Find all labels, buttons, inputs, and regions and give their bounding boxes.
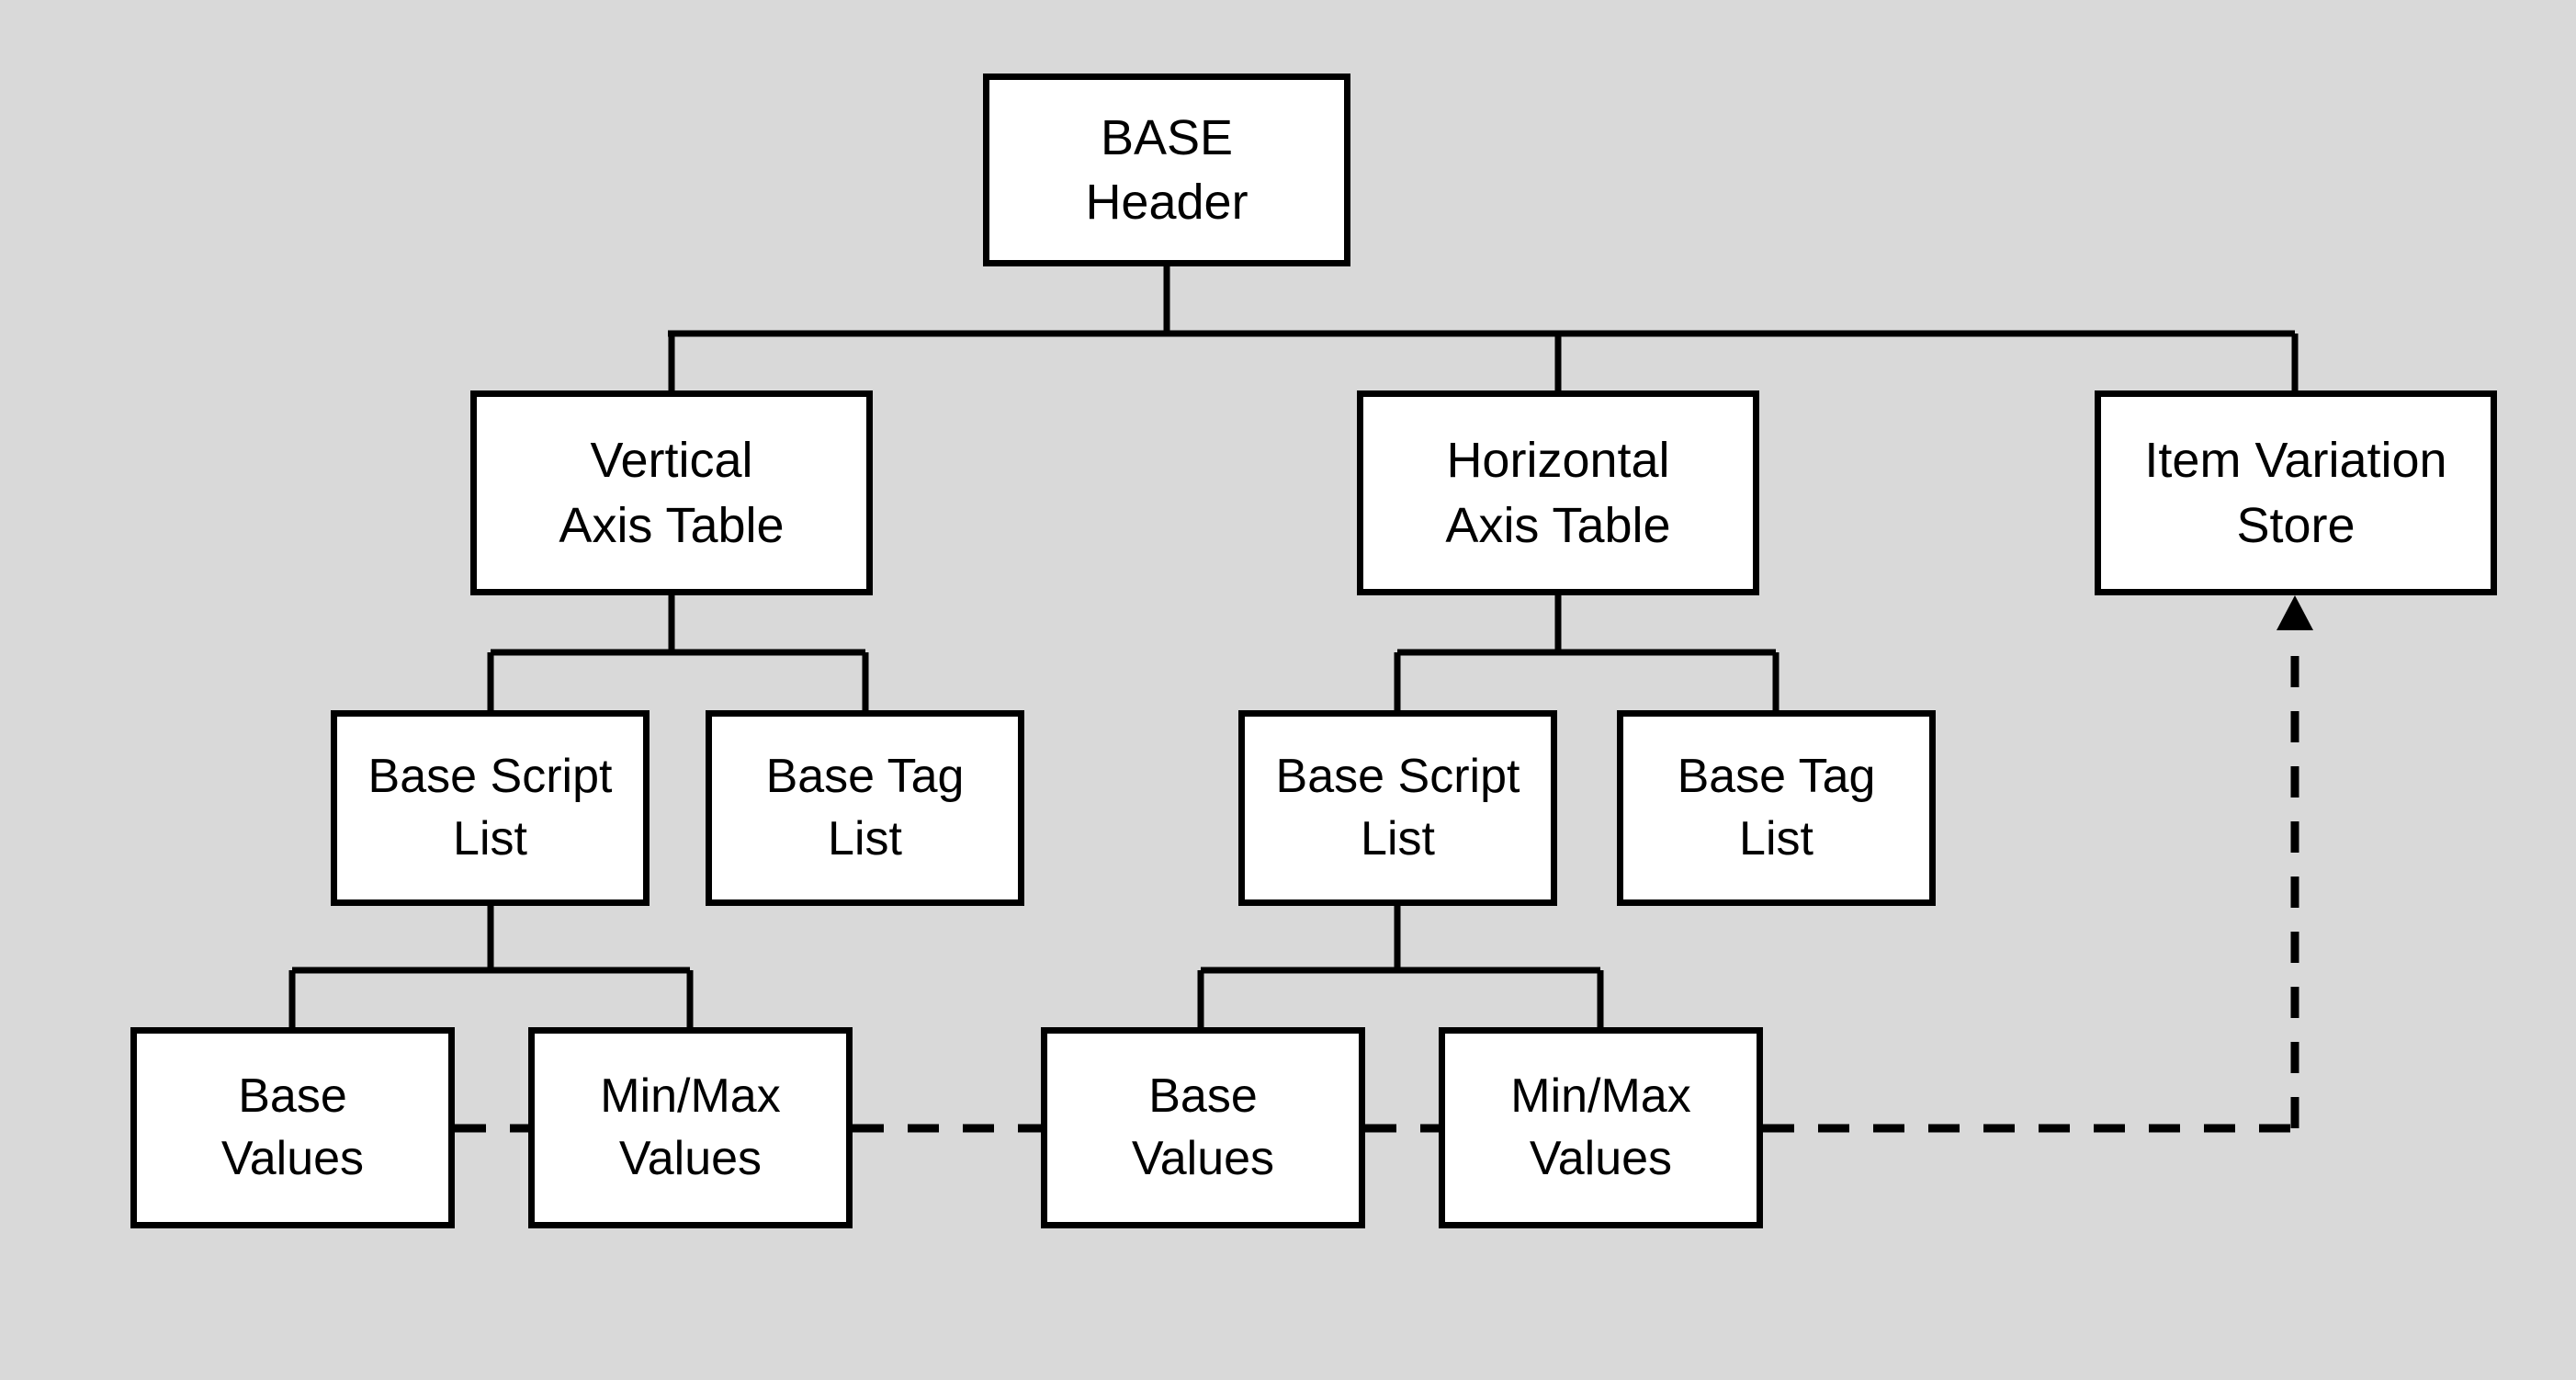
node-label-line2: Values <box>1131 1131 1275 1185</box>
node-label-line1: Vertical <box>590 433 753 489</box>
node-label-line2: List <box>453 811 527 865</box>
node-label-line2: Values <box>1529 1131 1673 1185</box>
node-label-line1: Min/Max <box>1510 1069 1691 1123</box>
node-label-line1: Base Tag <box>1677 749 1876 803</box>
node-label-line1: Base Script <box>367 749 613 803</box>
node-label-line2: Values <box>618 1131 763 1185</box>
node-label-line2: Store <box>2236 497 2356 553</box>
solid-connectors <box>288 266 2299 1027</box>
node-label-line2: List <box>1739 811 1813 865</box>
dashed-connectors <box>455 634 2299 1133</box>
node-label-line1: Min/Max <box>600 1069 781 1123</box>
arrowheads <box>2277 595 2313 630</box>
node-label-line1: Item Variation <box>2144 433 2447 489</box>
node-label-line1: BASE <box>1100 109 1234 165</box>
node-label-line2: Axis Table <box>1445 497 1671 553</box>
node-label-line2: List <box>828 811 902 865</box>
node-label-line2: Axis Table <box>559 497 785 553</box>
node-label-line1: Horizontal <box>1446 433 1670 489</box>
node-base-header[interactable]: BASE Header <box>983 74 1350 266</box>
node-label-line1: Base <box>1148 1069 1258 1123</box>
node-label-line2: Header <box>1085 175 1248 230</box>
node-label-line1: Base <box>238 1069 347 1123</box>
node-label-line2: Values <box>220 1131 365 1185</box>
node-label-line2: List <box>1361 811 1435 865</box>
node-label-line1: Base Tag <box>765 749 965 803</box>
arrow-into-item-variation-store <box>2277 595 2313 630</box>
node-label-line1: Base Script <box>1275 749 1520 803</box>
